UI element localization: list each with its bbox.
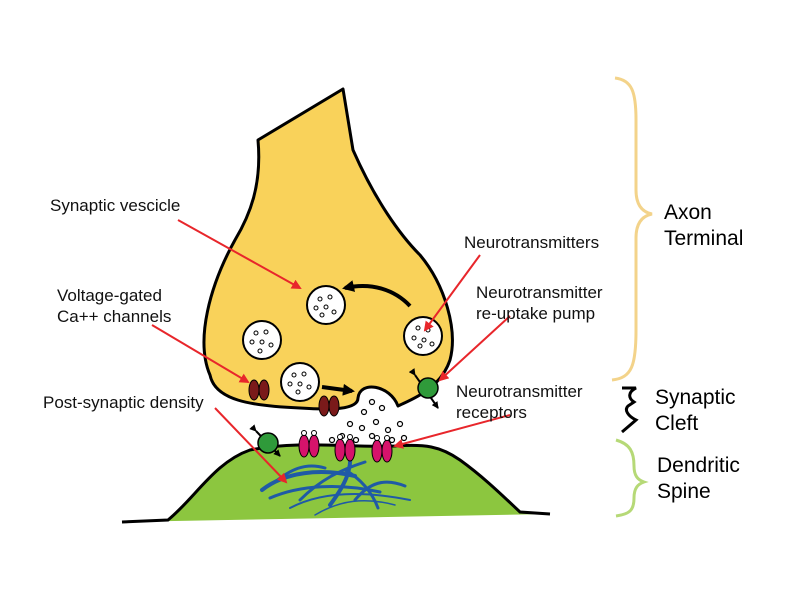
dendritic-spine-brace <box>615 438 649 518</box>
label-post-synaptic-density: Post-synaptic density <box>43 393 204 412</box>
vesicle-4 <box>403 316 443 356</box>
reuptake-pump-postsynaptic <box>257 432 279 454</box>
label-nt-receptors: Neurotransmitter receptors <box>456 382 583 422</box>
region-synaptic-cleft: Synaptic Cleft <box>655 386 736 435</box>
arrow-synaptic-vesicle <box>177 219 302 289</box>
arrow-nt-receptors <box>393 414 511 449</box>
label-synaptic-vesicle: Synaptic vescicle <box>50 196 181 215</box>
reuptake-pumps <box>249 368 439 457</box>
vesicle-recycle-arrow <box>342 280 412 308</box>
post-synaptic-density <box>260 450 411 516</box>
arrow-reuptake-pump <box>438 315 511 382</box>
vesicle-fusion-arrow <box>321 383 355 396</box>
region-dendritic-spine: Dendritic Spine <box>657 454 740 503</box>
region-axon-terminal: Axon Terminal <box>664 201 744 250</box>
label-neurotransmitters: Neurotransmitters <box>464 233 600 252</box>
receptor-tops <box>301 430 390 441</box>
arrow-voltage-gated <box>151 324 250 384</box>
axon-terminal-shape <box>202 87 454 411</box>
axon-terminal-brace <box>611 76 653 382</box>
label-arrows <box>151 219 511 484</box>
label-reuptake-pump: Neurotransmitter re-uptake pump <box>476 283 603 323</box>
arrow-neurotransmitters <box>423 254 481 332</box>
arrow-post-synaptic-density <box>214 407 288 484</box>
dendritic-spine-shape <box>122 444 550 522</box>
vesicle-contents <box>249 294 435 395</box>
reuptake-pump-presynaptic <box>417 377 439 399</box>
label-voltage-gated: Voltage-gated Ca++ channels <box>57 286 172 326</box>
nt-receptors <box>298 434 393 463</box>
synaptic-cleft-brace <box>621 386 639 434</box>
ca-channels <box>248 379 340 417</box>
